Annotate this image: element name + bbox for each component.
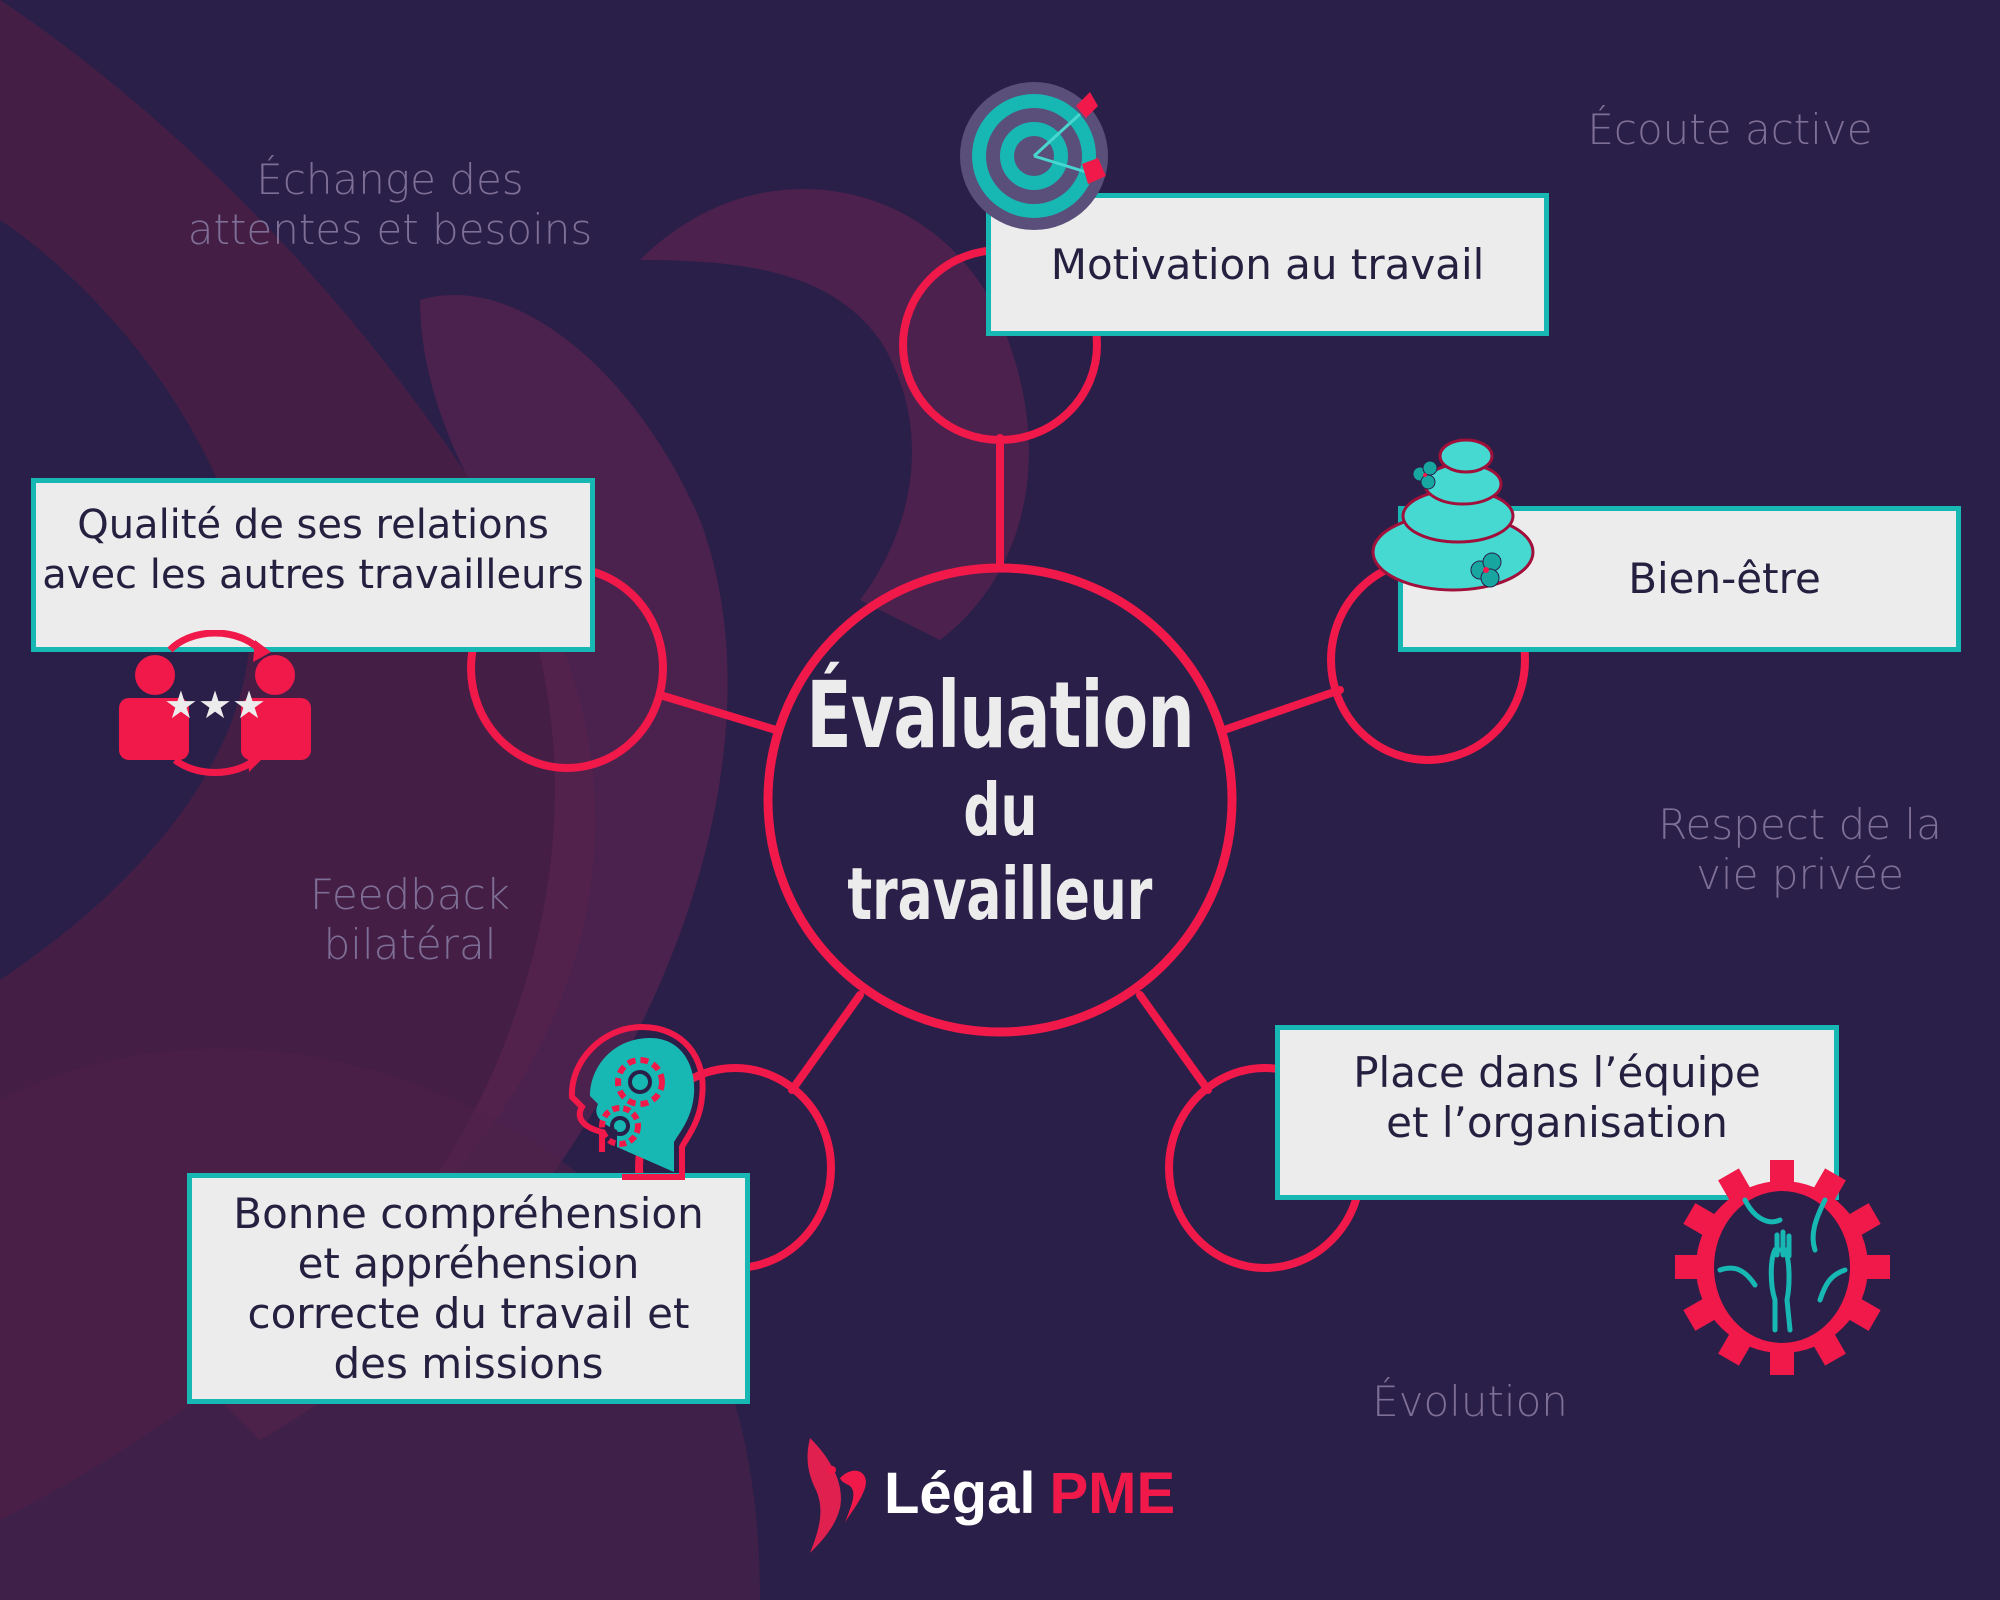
- zen-stones-icon: [1371, 438, 1535, 592]
- ghost-label-evolution: Évolution: [1340, 1377, 1600, 1427]
- ghost-label-feedback: Feedback bilatéral: [260, 870, 560, 970]
- ghost-label-text: Respect de la vie privée: [1658, 800, 1942, 899]
- head-gears-icon: [568, 1023, 706, 1180]
- node-motivation: Motivation au travail: [986, 193, 1549, 336]
- background-swoosh-3: [640, 188, 1029, 640]
- ghost-label-text: Feedback bilatéral: [309, 870, 510, 969]
- logo-name: Légal: [884, 1460, 1036, 1526]
- background-swoosh-2: [220, 295, 728, 1440]
- center-title-line3: travailleur: [847, 852, 1153, 936]
- target-icon: [960, 82, 1108, 230]
- node-label: Bien-être: [1628, 554, 1821, 603]
- node-qualite: Qualité de ses relations avec les autres…: [31, 478, 595, 652]
- ghost-label-echange: Échange des attentes et besoins: [160, 155, 620, 255]
- node-comprehension: Bonne compréhension et appréhension corr…: [187, 1173, 750, 1404]
- people-rating-icon: ★★★: [119, 630, 311, 776]
- center-title-line1: Évaluation: [806, 662, 1194, 769]
- ghost-label-ecoute: Écoute active: [1560, 105, 1900, 155]
- node-label: Motivation au travail: [1050, 239, 1485, 289]
- node-label: Place dans l’équipe et l’organisation: [1353, 1047, 1761, 1147]
- center-title-line2: du: [962, 768, 1037, 852]
- logo-accent: PME: [1049, 1460, 1176, 1526]
- svg-text:★★★: ★★★: [164, 683, 266, 727]
- node-place: Place dans l’équipe et l’organisation: [1275, 1025, 1839, 1200]
- team-hands-gear-icon: [1675, 1160, 1890, 1375]
- node-label: Bonne compréhension et appréhension corr…: [233, 1188, 704, 1388]
- ghost-label-respect: Respect de la vie privée: [1640, 800, 1960, 900]
- node-label: Qualité de ses relations avec les autres…: [42, 502, 584, 598]
- logo-swan-icon: [807, 1438, 866, 1553]
- center-title: Évaluation du travailleur: [768, 568, 1232, 1032]
- ghost-label-text: Écoute active: [1587, 105, 1873, 154]
- ghost-label-text: Évolution: [1372, 1377, 1568, 1426]
- ghost-label-text: Échange des attentes et besoins: [187, 155, 593, 254]
